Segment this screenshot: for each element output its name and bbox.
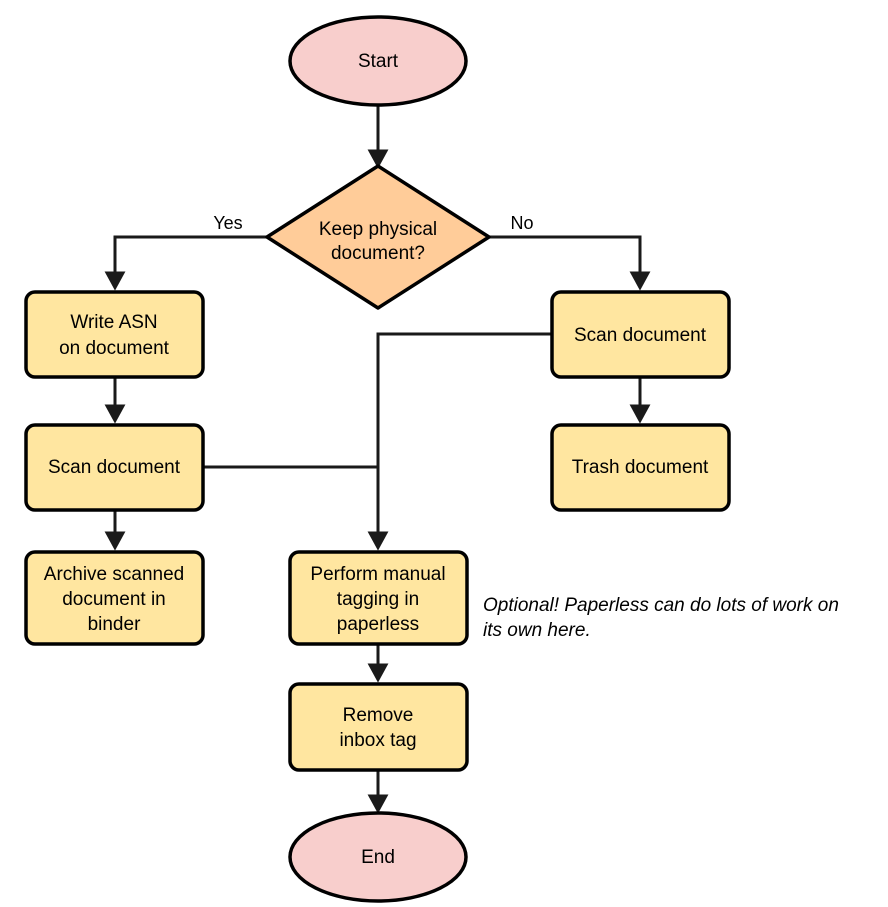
write-asn-label-line1: Write ASN bbox=[70, 312, 157, 333]
tagging-label-line2: tagging in bbox=[337, 589, 419, 610]
tagging-box-shape bbox=[288, 550, 469, 646]
scan-document-left-box-shape bbox=[24, 423, 205, 512]
note-optional-paperless: Optional! Paperless can do lots of work … bbox=[483, 595, 839, 641]
remove-inbox-box-shape bbox=[288, 682, 469, 772]
archive-label-line3: binder bbox=[88, 614, 141, 635]
remove-inbox-label-line1: Remove bbox=[343, 705, 414, 726]
node-trash-document[interactable]: Trash document bbox=[550, 423, 731, 512]
write-asn-label-line2: on document bbox=[59, 338, 170, 359]
scan-document-right-label: Scan document bbox=[574, 325, 707, 346]
node-scan-document-left[interactable]: Scan document bbox=[24, 423, 205, 512]
node-start[interactable]: Start bbox=[288, 15, 468, 107]
edge-label-no: No bbox=[510, 213, 533, 233]
tagging-label-line1: Perform manual bbox=[310, 564, 445, 585]
edge-label-yes: Yes bbox=[213, 213, 242, 233]
start-label: Start bbox=[358, 51, 399, 72]
start-ellipse-shape bbox=[288, 15, 468, 107]
connector-yes-to-write-asn bbox=[104, 235, 267, 291]
node-perform-manual-tagging[interactable]: Perform manual tagging in paperless bbox=[288, 550, 469, 646]
end-label: End bbox=[361, 847, 395, 868]
decision-diamond-shape bbox=[265, 164, 491, 310]
archive-label-line2: document in bbox=[62, 589, 166, 610]
archive-box-shape bbox=[24, 550, 205, 646]
node-end[interactable]: End bbox=[288, 811, 468, 903]
remove-inbox-label-line2: inbox tag bbox=[339, 730, 416, 751]
node-scan-document-right[interactable]: Scan document bbox=[550, 290, 731, 379]
write-asn-box-shape bbox=[24, 290, 205, 379]
decision-label-line1: Keep physical bbox=[319, 219, 437, 240]
note-line2: its own here. bbox=[483, 620, 591, 641]
note-line1: Optional! Paperless can do lots of work … bbox=[483, 595, 839, 616]
archive-label-line1: Archive scanned bbox=[44, 564, 184, 585]
node-archive-scanned-document-in-binder[interactable]: Archive scanned document in binder bbox=[24, 550, 205, 646]
node-remove-inbox-tag[interactable]: Remove inbox tag bbox=[288, 682, 469, 772]
scan-document-left-label: Scan document bbox=[48, 457, 181, 478]
node-decision-keep-physical-document[interactable]: Keep physical document? bbox=[265, 164, 491, 310]
decision-label-line2: document? bbox=[331, 243, 425, 264]
connector-scan-right-to-tagging bbox=[367, 332, 552, 551]
tagging-label-line3: paperless bbox=[337, 614, 419, 635]
end-ellipse-shape bbox=[288, 811, 468, 903]
connector-no-to-scan-right bbox=[489, 235, 651, 291]
trash-document-label: Trash document bbox=[572, 457, 709, 478]
scan-document-right-box-shape bbox=[550, 290, 731, 379]
node-write-asn-on-document[interactable]: Write ASN on document bbox=[24, 290, 205, 379]
trash-document-box-shape bbox=[550, 423, 731, 512]
